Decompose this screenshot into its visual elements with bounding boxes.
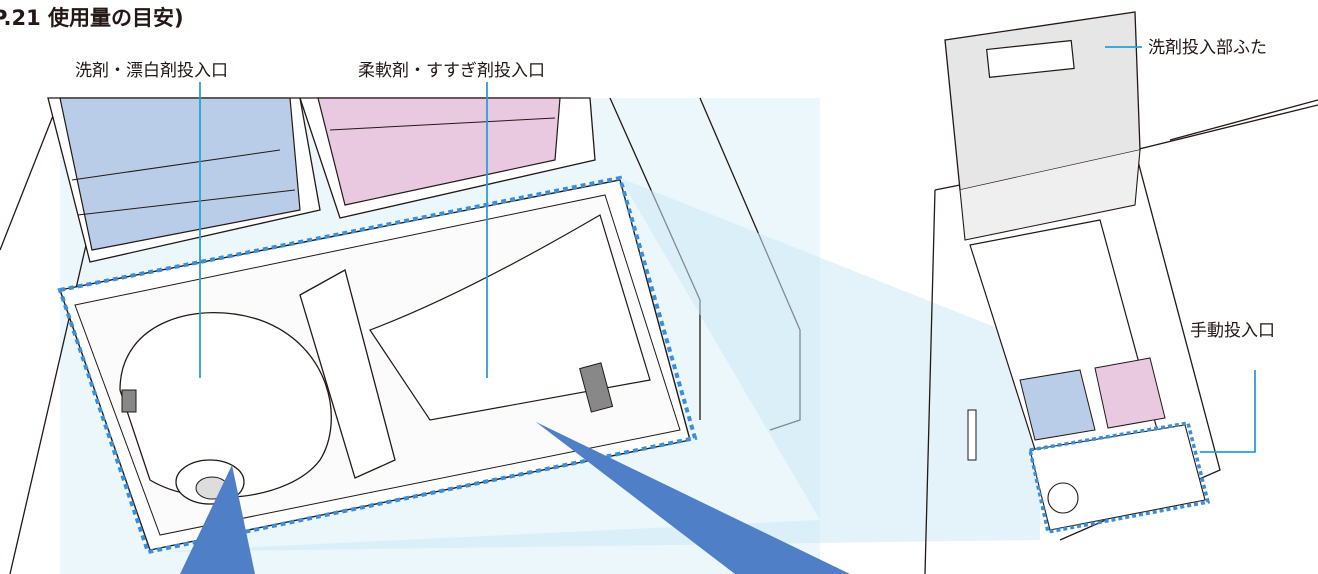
zoom-projection-connector	[150, 178, 1040, 552]
leader-manual-inlet	[1200, 370, 1256, 453]
dashed-highlight-left	[57, 175, 698, 555]
pink-softener-tank	[299, 97, 596, 219]
detergent-lid	[944, 11, 1141, 241]
enlarged-detail-view	[0, 97, 820, 574]
leader-lines	[199, 46, 1256, 453]
label-detergent-lid: 洗剤投入部ふた	[1148, 38, 1267, 58]
page-heading: P.21 使用量の目安)	[0, 6, 184, 30]
machine-overview	[924, 11, 1318, 574]
label-manual-inlet: 手動投入口	[1190, 321, 1275, 341]
label-softener-rinse-inlet: 柔軟剤・すすぎ剤投入口	[358, 61, 545, 81]
blue-detergent-tank	[47, 97, 321, 263]
pour-arrow-detergent	[180, 465, 255, 574]
pour-arrow-softener	[536, 422, 850, 574]
dashed-highlight-right	[1027, 421, 1211, 535]
manual-inlet-tray	[59, 179, 691, 551]
label-detergent-bleach-inlet: 洗剤・漂白剤投入口	[75, 61, 228, 81]
